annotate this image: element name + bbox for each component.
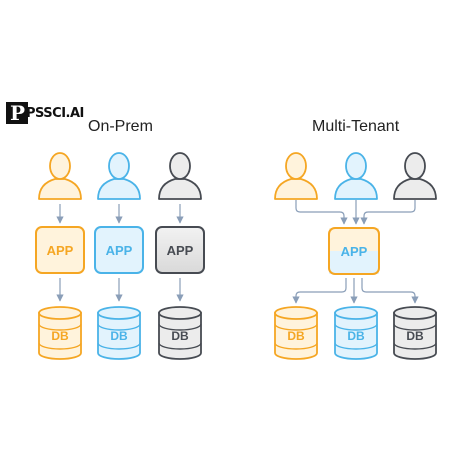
multi-tenant-db-label: DB: [347, 329, 365, 343]
multi-tenant-db-label: DB: [287, 329, 305, 343]
multi-tenant-user-to-app-arrow: [360, 200, 416, 225]
multi-tenant-db-orange: DB: [274, 306, 318, 360]
logo-text: PSSCI.AI: [26, 106, 84, 121]
multi-tenant-app-label: APP: [341, 244, 368, 259]
on-prem-db-label: DB: [171, 329, 189, 343]
multi-tenant-shared-app: APP: [328, 227, 380, 275]
logo-letter: P: [10, 101, 26, 125]
on-prem-db-label: DB: [51, 329, 69, 343]
on-prem-user-gray: [158, 152, 202, 200]
logo-mark: [6, 102, 28, 124]
multi-tenant-user-blue: [334, 152, 378, 200]
on-prem-user-blue: [97, 152, 141, 200]
multi-tenant-user-orange: [274, 152, 318, 200]
multi-tenant-user-gray: [393, 152, 437, 200]
multi-tenant-app-to-db-arrow: [361, 278, 419, 304]
on-prem-db-label: DB: [110, 329, 128, 343]
multi-tenant-user-to-app-arrow: [295, 200, 348, 225]
on-prem-app-orange: APP: [35, 226, 85, 274]
multi-tenant-db-gray: DB: [393, 306, 437, 360]
on-prem-user-orange: [38, 152, 82, 200]
on-prem-app-label: APP: [167, 243, 194, 258]
on-prem-db-blue: DB: [97, 306, 141, 360]
on-prem-app-label: APP: [106, 243, 133, 258]
on-prem-db-gray: DB: [158, 306, 202, 360]
on-prem-app-gray: APP: [155, 226, 205, 274]
on-prem-db-orange: DB: [38, 306, 82, 360]
on-prem-title: On-Prem: [88, 118, 153, 135]
on-prem-app-blue: APP: [94, 226, 144, 274]
multi-tenant-db-label: DB: [406, 329, 424, 343]
on-prem-app-label: APP: [47, 243, 74, 258]
multi-tenant-app-to-db-arrow: [292, 278, 347, 304]
multi-tenant-title: Multi-Tenant: [312, 118, 400, 135]
multi-tenant-db-blue: DB: [334, 306, 378, 360]
